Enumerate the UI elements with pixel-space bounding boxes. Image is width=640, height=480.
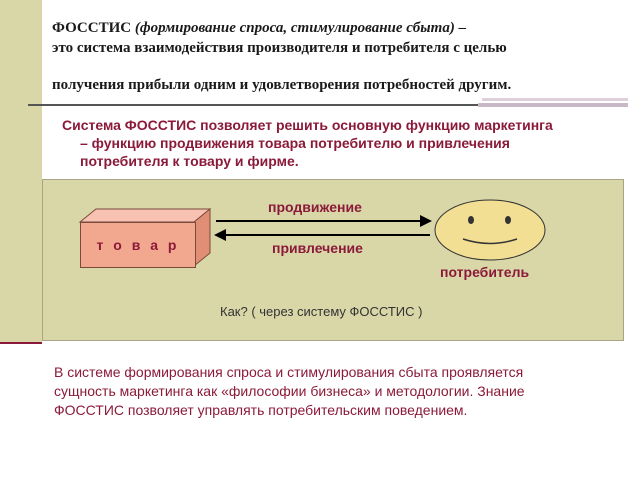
product-label: т о в а р	[96, 237, 180, 253]
title-divider-accent-top	[482, 98, 628, 101]
promotion-label: продвижение	[268, 199, 362, 215]
title-term-expansion: (формирование спроса, стимулирование сбы…	[134, 20, 467, 36]
title-divider-accent	[478, 103, 628, 107]
left-arrow-icon	[214, 229, 430, 241]
how-question: Как? ( через систему ФОССТИС )	[220, 304, 423, 319]
title-line-1: ФОССТИС (формирование спроса, стимулиров…	[52, 18, 627, 38]
left-accent-underline	[0, 342, 42, 344]
subtitle-line-3: потребителя к товару и фирме.	[80, 153, 299, 169]
right-arrow-icon	[216, 215, 432, 227]
conclusion-line-3: ФОССТИС позволяет управлять потребительс…	[54, 402, 468, 418]
attraction-label: привлечение	[272, 240, 363, 256]
subtitle-line-2: – функцию продвижения товара потребителю…	[80, 135, 510, 151]
consumer-label: потребитель	[440, 264, 530, 280]
smiley-face-icon	[434, 199, 546, 261]
conclusion-line-2: сущность маркетинга как «философии бизне…	[54, 383, 525, 399]
title-line-3: получения прибыли одним и удовлетворения…	[52, 77, 512, 93]
title-line-2: это система взаимодействия производителя…	[52, 40, 507, 56]
subtitle-text: Система ФОССТИС позволяет решить основну…	[62, 116, 622, 170]
title-term: ФОССТИС	[52, 20, 132, 36]
slide-title: ФОССТИС (формирование спроса, стимулиров…	[52, 18, 627, 95]
conclusion-text: В системе формирования спроса и стимулир…	[54, 363, 614, 420]
box-top-face	[78, 208, 212, 223]
left-accent-bar	[0, 0, 42, 342]
subtitle-line-1: Система ФОССТИС позволяет решить основну…	[62, 117, 553, 133]
title-divider	[28, 104, 478, 106]
conclusion-line-1: В системе формирования спроса и стимулир…	[54, 364, 524, 380]
product-box: т о в а р	[80, 222, 196, 268]
